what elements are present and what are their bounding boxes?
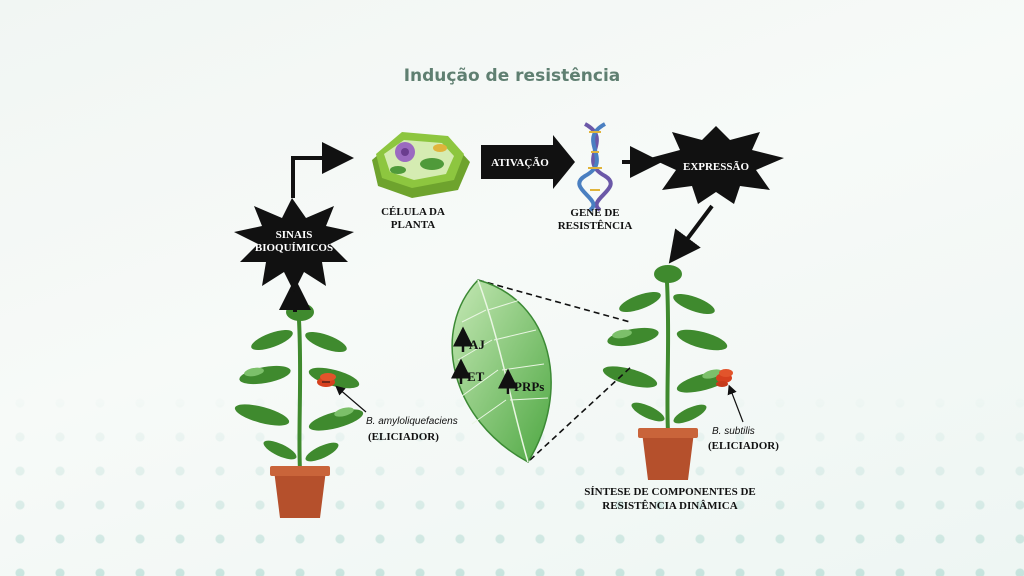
signals-starburst: SINAIS BIOQUÍMICOS [234,198,354,292]
left-bacteria-icon [317,373,336,387]
activation-arrow: ATIVAÇÃO [481,135,575,189]
signals-label-line2: BIOQUÍMICOS [255,242,333,254]
prps-label: PRPs [514,379,544,394]
dna-helix-icon [577,122,613,212]
dashed-line-top [477,279,631,323]
arrow-to-right-bacteria [727,384,744,423]
cell-label-line2: PLANTA [391,219,435,231]
right-eliciator-label: (ELICIADOR) [708,440,779,452]
leaf-closeup: AJ ET PRPs [451,279,552,463]
right-bacteria-icon [716,369,733,387]
arrow-signals-to-cell [291,142,354,198]
arrow-to-left-bacteria [335,385,367,413]
cell-label-line1: CÉLULA DA [381,206,445,218]
slide-title: Indução de resistência [403,66,621,86]
plant-cell-icon [372,132,470,198]
aj-label: AJ [469,337,485,352]
synthesis-label-line1: SÍNTESE DE COMPONENTES DE [584,486,755,498]
gene-label-line2: RESISTÊNCIA [558,220,633,232]
left-eliciator-label: (ELICIADOR) [368,431,439,443]
et-label: ET [467,369,485,384]
expression-label: EXPRESSÃO [683,161,749,173]
signals-label-line1: SINAIS [276,229,313,241]
dashed-line-bottom [529,365,633,461]
activation-label: ATIVAÇÃO [491,157,549,169]
gene-label-line1: GENE DE [570,207,619,219]
left-tomato-plant [230,301,368,520]
right-bacterium-label: B. subtilis [712,426,755,437]
expression-starburst: EXPRESSÃO [650,126,784,204]
arrow-expression-to-plant [668,204,714,264]
left-bacterium-label: B. amyloliquefaciens [366,416,458,427]
synthesis-label-line2: RESISTÊNCIA DINÂMICA [602,500,737,512]
